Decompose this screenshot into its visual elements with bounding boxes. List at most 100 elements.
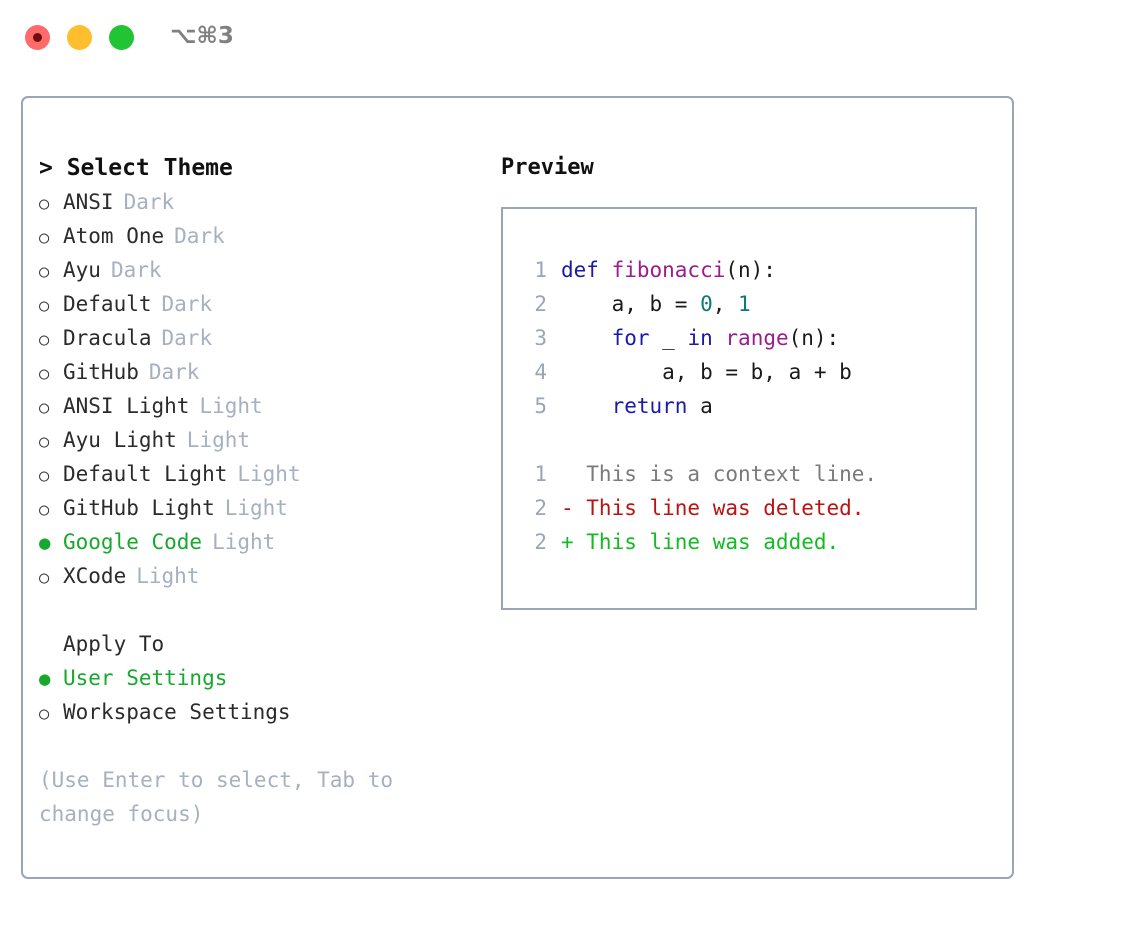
theme-list-item[interactable]: ○ Ayu Light Light [39, 423, 479, 457]
code-token: 1 [738, 292, 751, 316]
line-number: 1 [534, 258, 547, 282]
code-line-text: def fibonacci(n): [561, 253, 776, 287]
code-token [561, 394, 612, 418]
code-line-text: - This line was deleted. [561, 491, 864, 525]
code-token [713, 326, 726, 350]
theme-list-item[interactable]: ○ ANSI Dark [39, 185, 479, 219]
code-token: This is a context line. [561, 462, 878, 486]
select-theme-heading: > Select Theme [39, 155, 233, 181]
theme-variant-badge: Light [136, 564, 200, 588]
code-line-text: return a [561, 389, 713, 423]
apply-to-option[interactable]: ● User Settings [39, 661, 479, 695]
theme-name-label: Ayu Light [63, 428, 177, 452]
theme-variant-badge: Dark [161, 292, 213, 316]
theme-list-item[interactable]: ○ Atom One Dark [39, 219, 479, 253]
theme-name-label: ANSI [63, 190, 114, 214]
code-token: a, b = b, a + b [561, 360, 852, 384]
line-number: 3 [534, 326, 547, 350]
radio-selected-icon[interactable]: ● [39, 532, 51, 554]
apply-to-label: User Settings [63, 666, 228, 690]
theme-name-label: GitHub [63, 360, 139, 384]
theme-variant-badge: Dark [174, 224, 225, 248]
radio-unselected-icon[interactable]: ○ [39, 466, 50, 486]
title-bar: ⌥⌘3 [0, 0, 1140, 78]
code-blank-line [517, 423, 877, 457]
diff-line: 2 - This line was deleted. [517, 491, 877, 525]
radio-unselected-icon[interactable]: ○ [39, 704, 50, 724]
line-number: 1 [534, 462, 547, 486]
apply-to-label: Workspace Settings [63, 700, 291, 724]
code-line: 2 a, b = 0, 1 [517, 287, 877, 321]
code-token: (n): [725, 258, 776, 282]
theme-name-label: Ayu [63, 258, 101, 282]
code-token [561, 326, 612, 350]
line-number: 2 [534, 496, 547, 520]
diff-line: 1 This is a context line. [517, 457, 877, 491]
code-line: 1 def fibonacci(n): [517, 253, 877, 287]
code-token: for [611, 326, 650, 350]
code-line-text: This is a context line. [561, 457, 877, 491]
radio-unselected-icon[interactable]: ○ [39, 228, 50, 248]
code-line-text: + This line was added. [561, 525, 839, 559]
apply-to-list[interactable]: ● User Settings ○ Workspace Settings [39, 661, 479, 729]
code-line-text: for _ in range(n): [561, 321, 840, 355]
theme-list-item[interactable]: ○ XCode Light [39, 559, 479, 593]
maximize-button-icon[interactable] [109, 25, 134, 50]
code-token: return [611, 394, 688, 418]
apply-to-option[interactable]: ○ Workspace Settings [39, 695, 479, 729]
theme-name-label: Dracula [63, 326, 152, 350]
theme-variant-badge: Light [237, 462, 301, 486]
close-button-icon[interactable] [25, 25, 50, 50]
radio-unselected-icon[interactable]: ○ [39, 330, 50, 350]
line-number: 2 [534, 530, 547, 554]
theme-name-label: ANSI Light [63, 394, 190, 418]
code-token: fibonacci [611, 258, 726, 282]
radio-unselected-icon[interactable]: ○ [39, 432, 50, 452]
theme-name-label: GitHub Light [63, 496, 215, 520]
radio-unselected-icon[interactable]: ○ [39, 262, 50, 282]
radio-unselected-icon[interactable]: ○ [39, 296, 50, 316]
code-token: + This line was added. [561, 530, 840, 554]
theme-name-label: Default Light [63, 462, 228, 486]
radio-unselected-icon[interactable]: ○ [39, 398, 50, 418]
code-line-text: a, b = 0, 1 [561, 287, 751, 321]
minimize-button-icon[interactable] [67, 25, 92, 50]
theme-list-item[interactable]: ○ Default Light Light [39, 457, 479, 491]
radio-unselected-icon[interactable]: ○ [39, 500, 50, 520]
theme-name-label: XCode [63, 564, 127, 588]
code-token: a [687, 394, 713, 418]
theme-variant-badge: Dark [110, 258, 162, 282]
radio-unselected-icon[interactable]: ○ [39, 194, 50, 214]
code-token: 0 [700, 292, 713, 316]
theme-list-item[interactable]: ○ Ayu Dark [39, 253, 479, 287]
code-token: (n): [788, 326, 840, 350]
radio-unselected-icon[interactable]: ○ [39, 364, 50, 384]
traffic-lights [25, 25, 134, 50]
radio-unselected-icon[interactable]: ○ [39, 568, 50, 588]
theme-name-label: Google Code [63, 530, 203, 554]
theme-variant-badge: Dark [123, 190, 175, 214]
radio-selected-icon[interactable]: ● [39, 668, 51, 690]
line-number: 2 [534, 292, 547, 316]
theme-variant-badge: Dark [161, 326, 213, 350]
code-token: , [712, 292, 739, 316]
theme-variant-badge: Light [186, 428, 251, 452]
theme-list-item[interactable]: ○ Dracula Dark [39, 321, 479, 355]
diff-line: 2 + This line was added. [517, 525, 877, 559]
theme-name-label: Atom One [63, 224, 165, 248]
preview-heading: Preview [501, 155, 594, 180]
apply-to-heading: Apply To [63, 632, 165, 656]
line-number: 5 [534, 394, 547, 418]
